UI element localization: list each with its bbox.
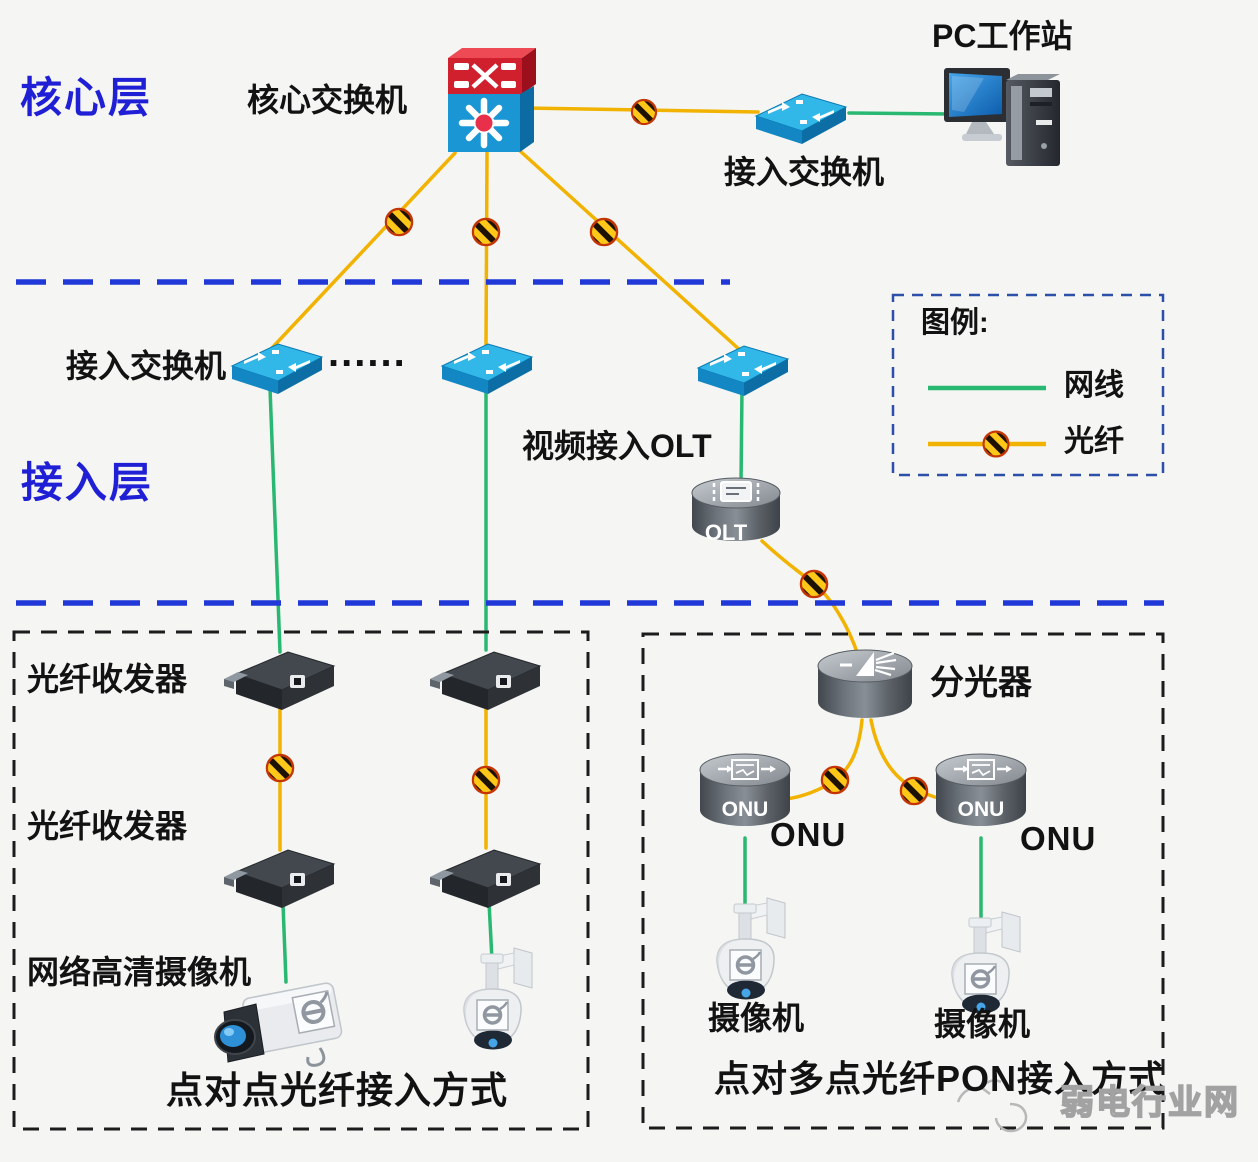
onu-left-label: ONU bbox=[770, 816, 847, 853]
fiber-line bbox=[269, 151, 457, 351]
pc-workstation-label: PC工作站 bbox=[932, 18, 1073, 54]
splitter-label: 分光器 bbox=[930, 664, 1032, 702]
access-switch-icon-middle bbox=[441, 343, 533, 395]
fiber-marker-icon bbox=[629, 98, 658, 127]
network-hd-camera-label: 网络高清摄像机 bbox=[27, 954, 252, 990]
box-camera-icon bbox=[213, 979, 345, 1068]
fiber-line bbox=[869, 718, 947, 802]
network-cable-line bbox=[487, 900, 494, 962]
left-group-box bbox=[12, 630, 590, 1131]
watermark-logo-icon bbox=[956, 1079, 1028, 1133]
access-layer-label: 接入层 bbox=[21, 459, 154, 506]
core-switch-icon bbox=[448, 48, 536, 152]
network-cable-lines bbox=[268, 111, 983, 984]
left-box-caption: 点对点光纤接入方式 bbox=[166, 1070, 508, 1111]
access-switch-top-label: 接入交换机 bbox=[724, 154, 885, 190]
fiber-transceiver-icon-2 bbox=[429, 651, 541, 711]
olt-icon: OLT bbox=[691, 477, 781, 545]
dome-camera-icon-right-1 bbox=[715, 896, 787, 1002]
legend-fiber-marker-icon bbox=[980, 430, 1010, 460]
onu-device-label: ONU bbox=[722, 798, 769, 821]
video-access-olt-label: 视频接入OLT bbox=[522, 428, 712, 464]
olt-device-label: OLT bbox=[705, 520, 748, 545]
fiber-marker-icon bbox=[382, 207, 414, 239]
fiber-transceiver-icon-1 bbox=[223, 651, 335, 711]
fiber-transceiver-lower-label: 光纤收发器 bbox=[27, 808, 188, 844]
fiber-transceiver-upper-label: 光纤收发器 bbox=[27, 661, 188, 697]
fiber-line bbox=[484, 151, 489, 347]
pc-monitor-icon bbox=[944, 68, 1010, 141]
network-cable-line bbox=[847, 111, 952, 116]
pc-tower-icon bbox=[1006, 74, 1060, 166]
onu-device-label: ONU bbox=[958, 798, 1005, 821]
splitter-icon bbox=[817, 649, 913, 718]
access-switch-left-label: 接入交换机 bbox=[66, 348, 227, 384]
fiber-marker-icon bbox=[469, 765, 501, 797]
fiber-marker-icon bbox=[263, 753, 295, 785]
right-box-caption: 点对多点光纤PON接入方式 bbox=[714, 1058, 1166, 1099]
core-switch-label: 核心交换机 bbox=[247, 82, 408, 118]
access-switch-icon-right bbox=[697, 345, 789, 397]
camera-left-label: 摄像机 bbox=[708, 1000, 805, 1036]
dome-camera-icon-right-2 bbox=[950, 910, 1022, 1016]
camera-right-label: 摄像机 bbox=[934, 1006, 1031, 1042]
network-cable-line bbox=[739, 386, 744, 484]
legend-item-fiber-label: 光纤 bbox=[1064, 425, 1124, 458]
fiber-transceiver-icon-3 bbox=[223, 849, 335, 909]
legend-box bbox=[891, 293, 1165, 477]
core-layer-label: 核心层 bbox=[20, 74, 153, 121]
watermark-text: 弱电行业网 bbox=[1059, 1084, 1240, 1122]
dome-camera-icon-left-box bbox=[462, 946, 534, 1052]
legend-title: 图例: bbox=[921, 307, 989, 339]
fiber-marker-icon bbox=[469, 217, 501, 249]
fiber-marker-icon bbox=[587, 217, 619, 249]
ellipsis-label: ...... bbox=[328, 331, 407, 375]
network-cable-line bbox=[268, 386, 282, 654]
onu-icon-right: ONU bbox=[935, 753, 1027, 826]
onu-icon-left: ONU bbox=[699, 753, 791, 826]
right-group-box bbox=[641, 632, 1165, 1130]
fiber-transceiver-icon-4 bbox=[429, 849, 541, 909]
fiber-line bbox=[517, 148, 743, 353]
legend-item-cable-label: 网线 bbox=[1064, 369, 1124, 402]
access-switch-icon-top bbox=[755, 93, 847, 145]
access-switch-icon-left bbox=[231, 343, 323, 395]
network-cable-line bbox=[281, 902, 288, 984]
onu-right-label: ONU bbox=[1020, 820, 1097, 857]
fiber-line bbox=[760, 539, 860, 657]
